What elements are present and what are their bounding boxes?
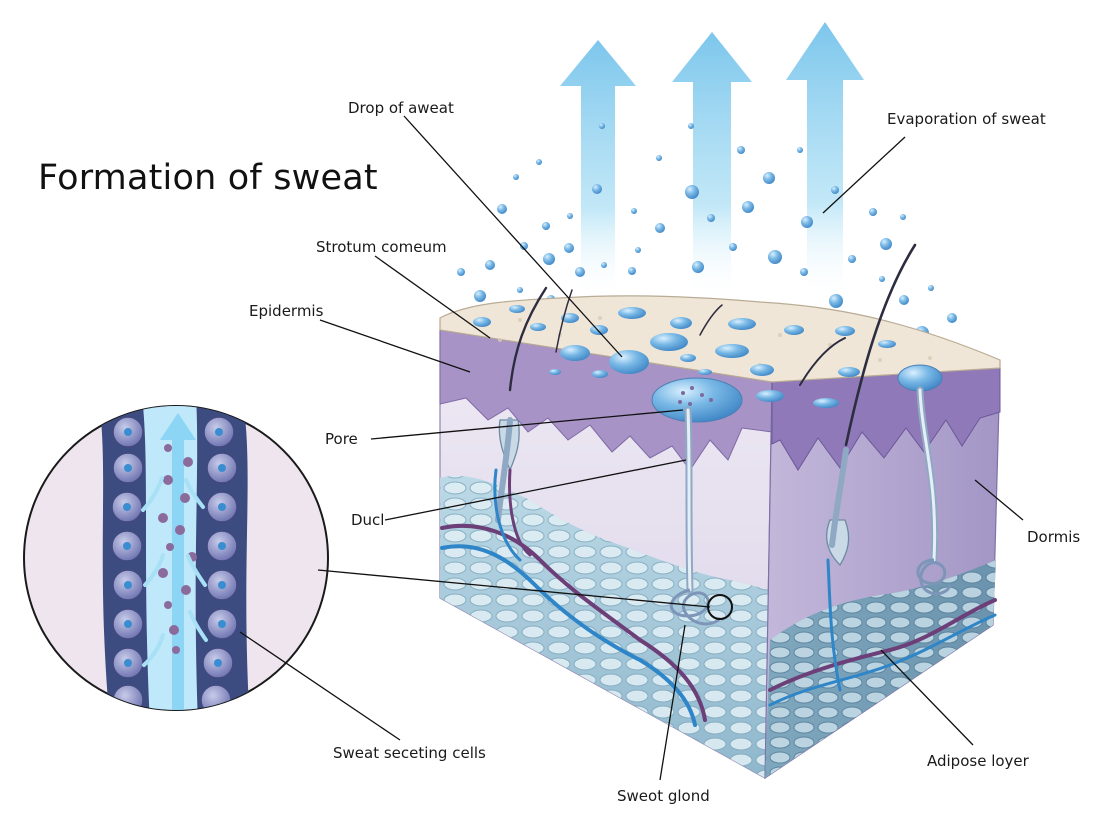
label-epidermis: Epidermis [249,302,324,320]
diagram-title: Formation of sweat [38,158,378,198]
label-sweat-gland: Sweot glond [617,787,710,805]
leader-lines [239,115,1024,781]
label-duct: Ducl [351,511,385,529]
label-sweat-secreting-cells: Sweat seceting cells [333,744,486,762]
epidermis-side [771,367,1001,471]
magnified-inset [23,405,329,711]
label-evaporation-of-sweat: Evaporation of sweat [887,110,1046,128]
label-adipose-layer: Adipose loyer [927,752,1029,770]
skin-block [439,243,1001,780]
label-pore: Pore [325,430,358,448]
label-stratum-corneum: Strotum comeum [316,238,447,256]
evaporation-arrows [560,22,864,300]
blood-vessels [440,468,997,727]
sweat-gland-coil [669,558,952,626]
stratum-corneum-top [439,295,1001,383]
sweat-ducts [495,386,939,594]
label-drop-of-sweat: Drop of aweat [348,99,454,117]
label-dermis: Dormis [1027,528,1081,546]
pore-bump [651,377,743,423]
hairs [508,243,917,447]
